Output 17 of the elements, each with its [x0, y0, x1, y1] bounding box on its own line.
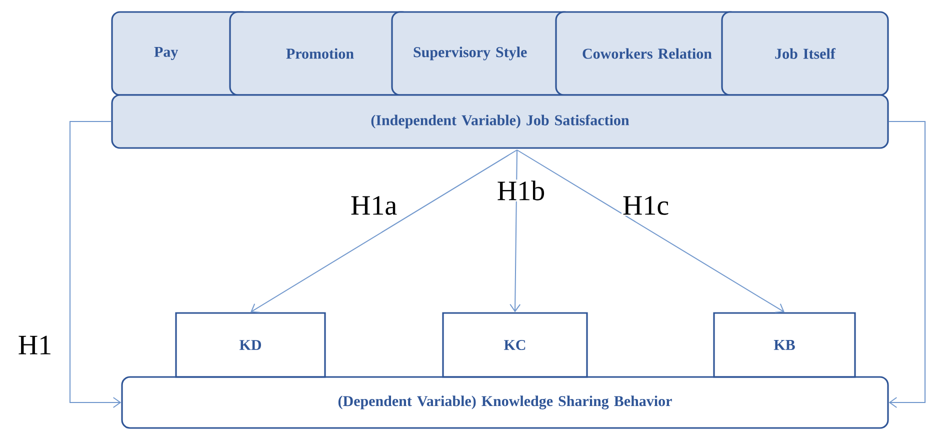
edge-label: H1b — [496, 180, 546, 202]
arrow — [70, 121, 122, 408]
variable-band: (Independent Variable) Job Satisfaction — [111, 94, 889, 149]
edge-label: H1 — [16, 334, 54, 356]
variable-box: Coworkers Relation — [555, 11, 739, 96]
variable-box: KC — [442, 312, 588, 378]
edge-label: H1c — [621, 195, 670, 216]
arrow — [510, 150, 521, 312]
arrow — [516, 150, 784, 313]
variable-box: Supervisory Style — [391, 11, 573, 96]
edge-label: H1a — [349, 195, 398, 216]
variable-box: KD — [175, 312, 326, 378]
variable-band: (Dependent Variable) Knowledge Sharing Behavior — [121, 376, 889, 429]
variable-box: Job Itself — [721, 11, 889, 96]
arrow — [888, 121, 926, 408]
variable-box: KB — [713, 312, 856, 378]
arrow — [250, 150, 518, 313]
